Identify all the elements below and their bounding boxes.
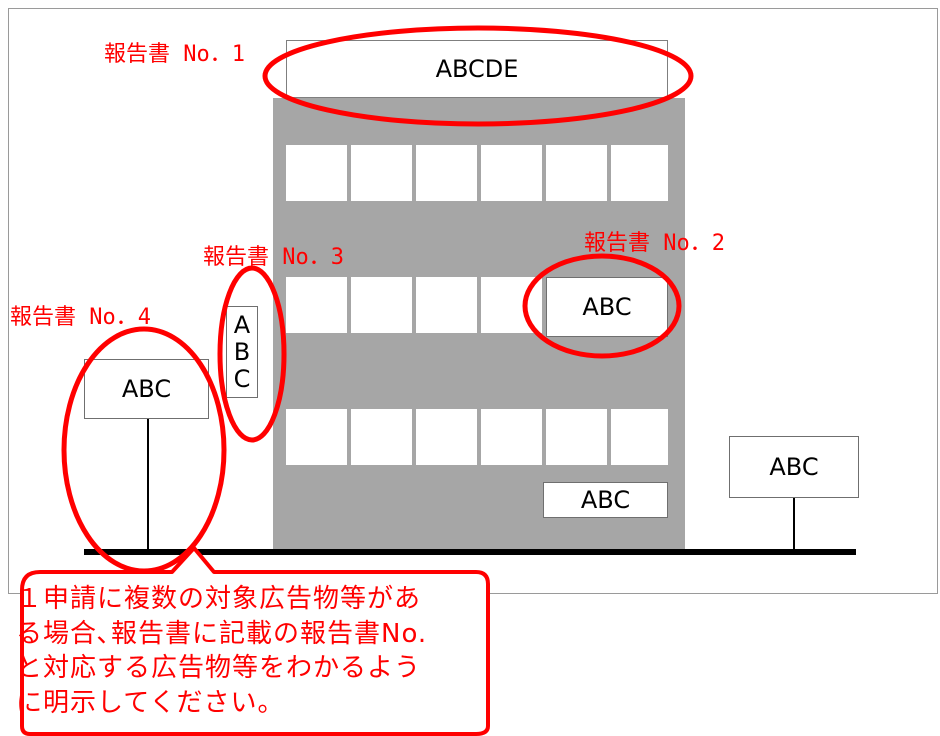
window bbox=[611, 409, 668, 465]
vertical-projecting-sign: A B C bbox=[226, 306, 258, 398]
window bbox=[546, 145, 607, 201]
callout-text: １申請に複数の対象広告物等があ る場合､報告書に記載の報告書No. と対応する広… bbox=[16, 582, 486, 720]
callout-line: １申請に複数の対象広告物等があ bbox=[16, 584, 422, 614]
vertical-sign-char: B bbox=[233, 337, 251, 366]
window bbox=[416, 277, 477, 333]
pole-sign-right: ABC bbox=[729, 436, 859, 498]
window bbox=[351, 145, 412, 201]
callout-line: に明示してください。 bbox=[16, 687, 285, 718]
label-report-no3: 報告書 No．3 bbox=[203, 245, 344, 270]
window bbox=[611, 145, 668, 201]
vertical-sign-char: C bbox=[233, 364, 251, 393]
label-report-no4: 報告書 No．4 bbox=[10, 305, 151, 330]
highlight-ellipse-no1 bbox=[262, 25, 694, 127]
window bbox=[286, 277, 347, 333]
vertical-sign-char: A bbox=[233, 310, 251, 339]
wall-sign-right: ABC bbox=[546, 277, 668, 337]
window bbox=[416, 409, 477, 465]
window bbox=[286, 409, 347, 465]
pole-right bbox=[793, 498, 795, 550]
highlight-ellipse-no2 bbox=[522, 253, 682, 359]
window bbox=[481, 409, 542, 465]
window bbox=[481, 145, 542, 201]
label-report-no1: 報告書 No．1 bbox=[104, 42, 245, 67]
callout-line: る場合､報告書に記載の報告書No. bbox=[16, 618, 428, 649]
ground-line bbox=[84, 549, 856, 555]
label-report-no2: 報告書 No．2 bbox=[584, 231, 725, 256]
window bbox=[546, 409, 607, 465]
window bbox=[351, 277, 412, 333]
pole-left bbox=[147, 419, 149, 550]
highlight-ellipse-no4 bbox=[61, 326, 227, 574]
callout-line: と対応する広告物等をわかるよう bbox=[16, 653, 422, 683]
wall-sign-bottom: ABC bbox=[543, 482, 668, 518]
window bbox=[351, 409, 412, 465]
window bbox=[416, 145, 477, 201]
window bbox=[286, 145, 347, 201]
highlight-ellipse-no3 bbox=[217, 265, 287, 443]
pole-sign-left: ABC bbox=[84, 359, 209, 419]
callout-box bbox=[20, 546, 490, 736]
roof-sign: ABCDE bbox=[286, 40, 668, 98]
